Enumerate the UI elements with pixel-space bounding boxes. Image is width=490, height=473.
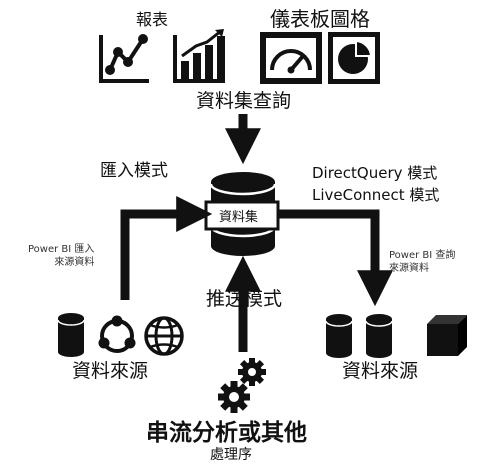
database-icon [365, 314, 393, 358]
liveconnect-mode-label: LiveConnect 模式 [312, 186, 440, 204]
import-source-line1: Power BI 匯入 [28, 244, 95, 255]
reports-label: 報表 [136, 10, 169, 29]
data-sources-left-label: 資料來源 [72, 360, 149, 382]
dataset-queries-label: 資料集查詢 [196, 90, 292, 112]
streaming-label: 串流分析或其他 [146, 420, 307, 446]
gauge-icon [260, 32, 322, 84]
dataset-label: 資料集 [219, 210, 259, 225]
bar-chart-icon [173, 29, 225, 83]
dq-source-note: Power BI 查詢 來源資料 [389, 249, 455, 275]
globe-icon [144, 316, 184, 356]
line-chart-icon [99, 33, 151, 85]
processing-label: 處理序 [210, 447, 252, 463]
dataset-cylinder-icon [204, 172, 280, 256]
import-arrow [120, 196, 213, 300]
data-sources-right-label: 資料來源 [342, 360, 419, 382]
gears-icon [218, 358, 266, 413]
directquery-mode-label: DirectQuery 模式 [312, 164, 438, 182]
dq-source-line1: Power BI 查詢 [389, 250, 456, 261]
database-icon [325, 314, 353, 358]
import-source-note: Power BI 匯入 來源資料 [28, 243, 94, 269]
cube-icon [427, 315, 467, 356]
database-icon [57, 313, 85, 357]
directquery-arrow [278, 209, 393, 307]
dq-source-line2: 來源資料 [389, 263, 429, 274]
connector-icon [98, 315, 136, 353]
push-mode-label: 推送模式 [206, 288, 283, 310]
pie-chart-icon [328, 32, 380, 84]
import-source-line2: 來源資料 [54, 257, 95, 268]
dashboard-tiles-label: 儀表板圖格 [270, 7, 370, 31]
import-mode-label: 匯入模式 [100, 161, 168, 181]
